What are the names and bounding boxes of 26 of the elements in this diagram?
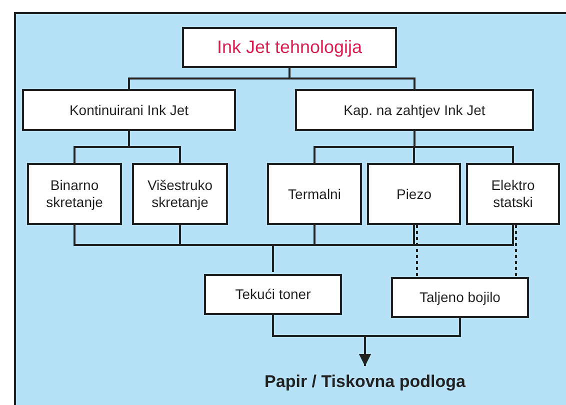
process-box bbox=[367, 163, 461, 225]
box-label: Piezo bbox=[395, 186, 433, 202]
process-box bbox=[27, 163, 122, 225]
process-box bbox=[466, 163, 560, 225]
box-label: Elektro statski bbox=[490, 177, 536, 211]
box-label: Kontinuirani Ink Jet bbox=[68, 102, 190, 118]
box-label: Termalni bbox=[287, 186, 342, 202]
process-box bbox=[132, 163, 228, 225]
box-label: Taljeno bojilo bbox=[418, 289, 502, 306]
connector-line bbox=[414, 131, 514, 163]
connector-line bbox=[416, 225, 418, 277]
process-box bbox=[204, 274, 342, 315]
connector-line bbox=[359, 318, 461, 366]
box-label: Višestruko skretanje bbox=[146, 177, 214, 211]
connector-line bbox=[515, 225, 517, 277]
process-box bbox=[22, 89, 236, 131]
process-box bbox=[391, 277, 529, 318]
output-label: Papir / Tiskovna podloga bbox=[245, 368, 485, 396]
process-box bbox=[182, 27, 397, 68]
box-label: Tekući toner bbox=[234, 286, 312, 303]
connector-line bbox=[272, 225, 514, 272]
box-label: Binarno skretanje bbox=[45, 177, 104, 211]
box-label: Ink Jet tehnologija bbox=[216, 36, 364, 58]
process-box bbox=[267, 163, 362, 225]
box-label: Kap. na zahtjev Ink Jet bbox=[342, 102, 486, 118]
process-box bbox=[295, 89, 534, 131]
